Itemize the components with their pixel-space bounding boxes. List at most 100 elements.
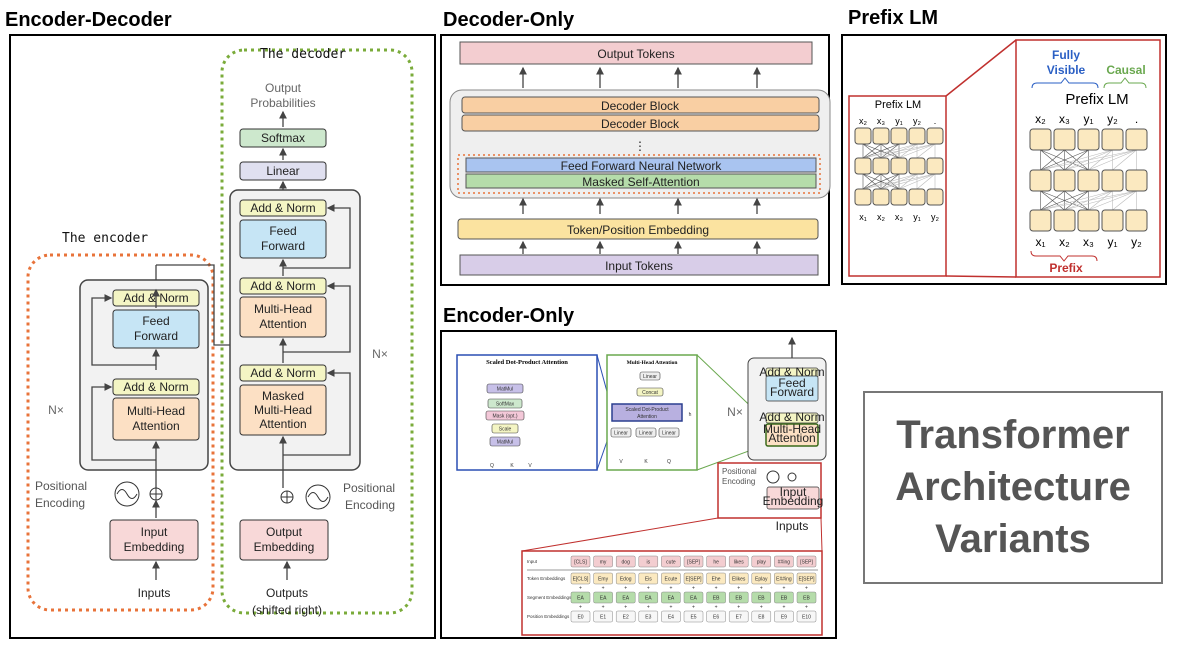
inputs-label: Inputs: [138, 586, 171, 600]
sdpa-block-label: MatMul: [497, 387, 513, 393]
svg-text:Inputs: Inputs: [776, 519, 809, 533]
sdpa-block: [489, 436, 521, 447]
bottom-label: x₁: [859, 212, 867, 222]
svg-text:K: K: [644, 459, 648, 465]
caption-line: Architecture: [895, 465, 1131, 509]
masked-self-attention: Masked Self-Attention: [465, 173, 817, 189]
svg-text:Linear: Linear: [266, 164, 299, 178]
embedding-text: he: [713, 560, 719, 566]
token-cell: [872, 188, 890, 206]
svg-text:Masked: Masked: [262, 389, 304, 403]
top-label: x₃: [877, 116, 886, 126]
plus-sign: +: [805, 605, 808, 611]
token-cell: [1053, 128, 1076, 151]
attention-edge: [898, 143, 936, 159]
top-label: x₃: [1059, 112, 1070, 126]
token-cell: [1029, 128, 1052, 151]
embedding-cell: [615, 610, 636, 623]
svg-text:Input: Input: [141, 525, 168, 539]
token-cell: [1101, 209, 1124, 232]
attention-edge: [1040, 190, 1065, 211]
token-cell: [1101, 169, 1124, 192]
plus-sign: +: [782, 605, 785, 611]
embedding-cell: [728, 591, 749, 604]
attention-edge: [898, 173, 936, 190]
embedding-text: dog: [622, 560, 631, 566]
embedding-cell: [683, 610, 704, 623]
plus-sign: +: [737, 586, 740, 592]
bottom-label: x₁: [1035, 235, 1045, 249]
row-label: Input: [527, 559, 538, 564]
embedding-cell: [593, 591, 613, 604]
plus-sign: +: [715, 586, 718, 592]
input-tokens: Input Tokens: [459, 254, 819, 276]
embedding-text: [SEP]: [687, 560, 700, 566]
svg-text:Concat: Concat: [642, 390, 658, 396]
embedding-text: play: [757, 560, 767, 566]
plus-sign: +: [805, 586, 808, 592]
top-label: y₁: [1083, 112, 1093, 126]
token-cell: [1125, 128, 1148, 151]
svg-text:Positional: Positional: [343, 481, 395, 495]
encoder-only-panel: Encoder-Only Scaled Dot-Product Attentio…: [440, 305, 837, 639]
svg-text:Encoding: Encoding: [345, 498, 395, 512]
embedding-text: is: [646, 560, 650, 566]
panel-title: Prefix LM: [848, 7, 938, 29]
svg-text:V: V: [528, 463, 532, 469]
svg-text:Output: Output: [266, 525, 303, 539]
embedding-cell: [774, 591, 794, 604]
plus-sign: +: [782, 586, 785, 592]
embedding-text: EB: [758, 596, 765, 602]
attention-edge: [1112, 190, 1137, 211]
linear-block: [658, 427, 680, 438]
svg-text:Forward: Forward: [770, 385, 814, 399]
plus-sign: +: [669, 605, 672, 611]
svg-text:Token/Position Embedding: Token/Position Embedding: [567, 223, 709, 237]
small-prefix-title: Prefix LM: [875, 99, 921, 111]
attention-edge: [862, 143, 918, 159]
embedding-text: E6: [713, 615, 719, 621]
scaled-dot-product-attention: [456, 354, 598, 471]
bottom-label: x₂: [877, 212, 886, 222]
plus-sign: +: [624, 586, 627, 592]
svg-text:Attention: Attention: [132, 419, 179, 433]
sdpa-block-label: MatMul: [497, 440, 513, 446]
svg-text:Encoding: Encoding: [722, 477, 755, 486]
sdpa-block: [487, 398, 523, 409]
panel-title: Encoder-Decoder: [5, 9, 172, 31]
svg-text:Add & Norm: Add & Norm: [250, 366, 315, 380]
caption-line: Transformer: [896, 413, 1129, 457]
svg-text:Linear: Linear: [643, 374, 657, 380]
svg-text:Add & Norm: Add & Norm: [759, 365, 824, 379]
svg-text:Multi-Head: Multi-Head: [254, 302, 312, 316]
svg-text:Multi-Head: Multi-Head: [254, 403, 312, 417]
embedding-text: E7: [736, 615, 742, 621]
svg-text:Input Tokens: Input Tokens: [605, 259, 673, 273]
plus-sign: +: [579, 605, 582, 611]
attention-edge: [862, 143, 900, 159]
svg-text:h: h: [689, 412, 692, 418]
token-cell: [854, 188, 872, 206]
embedding-text: Eis: [645, 577, 652, 583]
attention-edge: [862, 173, 900, 190]
svg-text:Attention: Attention: [768, 431, 815, 445]
decoder-nx: N×: [372, 347, 388, 361]
attention-edge: [1040, 149, 1137, 171]
linear-block: Linear: [239, 161, 327, 181]
svg-text:Scaled Dot-Product Attention: Scaled Dot-Product Attention: [486, 359, 568, 366]
svg-text:Decoder Block: Decoder Block: [601, 117, 680, 131]
embedding-text: likes: [734, 560, 745, 566]
embedding-cell: [796, 610, 817, 623]
token-cell: [1053, 209, 1076, 232]
decoder-add-norm-2: Add & Norm: [239, 277, 327, 295]
embedding-cell: [615, 555, 636, 568]
svg-text:Masked Self-Attention: Masked Self-Attention: [582, 175, 699, 189]
svg-text:Add & Norm: Add & Norm: [123, 380, 188, 394]
embedding-text: E[SEP]: [798, 577, 815, 583]
svg-text:Positional: Positional: [35, 479, 87, 493]
embedding-text: EA: [668, 596, 675, 602]
plus-sign: +: [760, 586, 763, 592]
token-cell: [1125, 169, 1148, 192]
bottom-label: x₃: [895, 212, 904, 222]
